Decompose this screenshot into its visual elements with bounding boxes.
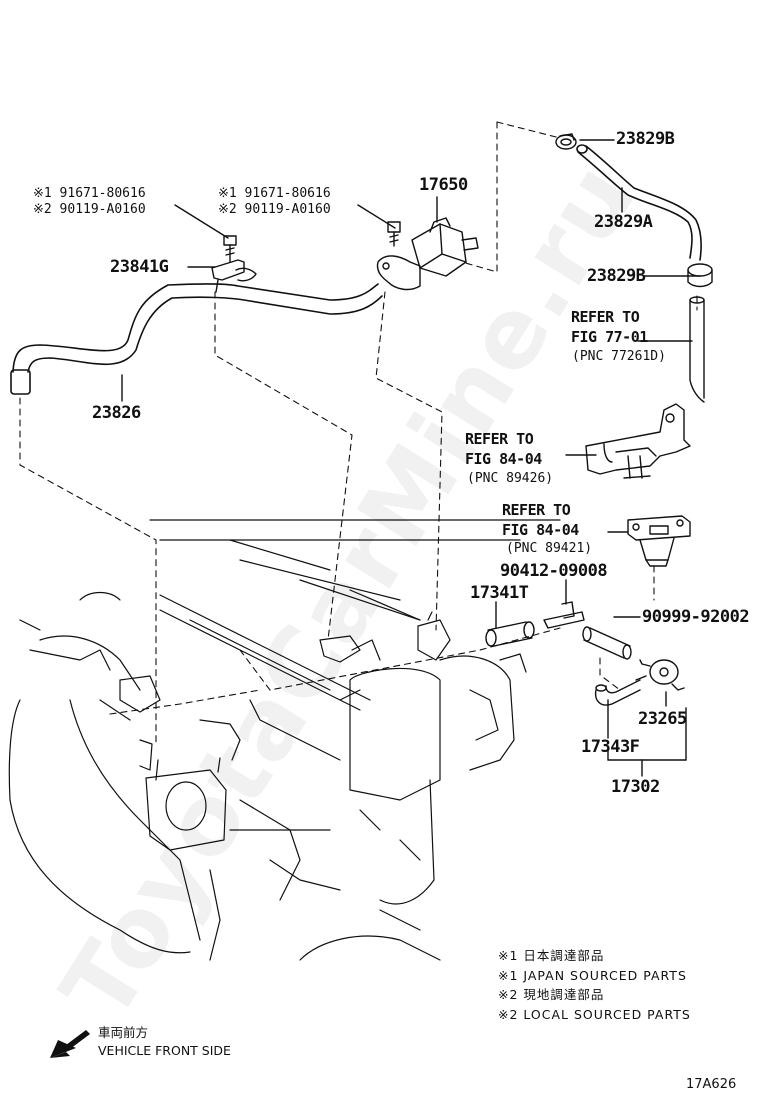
legend-item: ※2 LOCAL SOURCED PARTS bbox=[498, 1006, 691, 1022]
hose-ref-77-01 bbox=[689, 296, 705, 403]
ref-89421-line2: FIG 84-04 bbox=[502, 521, 579, 539]
ref-89426-line1: REFER TO bbox=[465, 430, 534, 448]
part-17302-label: 17302 bbox=[611, 777, 660, 797]
vehicle-front-en: VEHICLE FRONT SIDE bbox=[98, 1043, 231, 1058]
vehicle-front-jp: 車両前方 bbox=[98, 1025, 149, 1040]
hose-23826 bbox=[10, 283, 383, 395]
part-23829A-label: 23829A bbox=[594, 212, 653, 232]
hose-90999 bbox=[582, 626, 632, 660]
engine-background bbox=[8, 519, 561, 961]
front-arrow-head bbox=[50, 1040, 76, 1058]
dashed-lines bbox=[19, 121, 698, 746]
ref-77-01-line3: (PNC 77261D) bbox=[572, 349, 666, 364]
bolt-right-label-2: ※2 90119-A0160 bbox=[218, 202, 331, 217]
bolt-right-label-1: ※1 91671-80616 bbox=[218, 186, 331, 201]
bolt-right bbox=[387, 221, 401, 247]
clamp-23841G bbox=[211, 259, 257, 293]
part-90999-label: 90999-92002 bbox=[642, 607, 750, 627]
ref-77-01-line1: REFER TO bbox=[571, 308, 640, 326]
leader-lines bbox=[121, 139, 701, 777]
hose-17341T bbox=[485, 621, 535, 647]
clip-23829B-bottom bbox=[687, 263, 713, 288]
bolt-left-label-1: ※1 91671-80616 bbox=[33, 186, 146, 201]
front-arrow bbox=[50, 1030, 90, 1058]
part-17343F-label: 17343F bbox=[581, 737, 640, 757]
vsv-17650 bbox=[376, 217, 479, 291]
ref-89421-line3: (PNC 89421) bbox=[506, 541, 593, 556]
bracket-ref-89426 bbox=[585, 403, 691, 479]
part-23841G-label: 23841G bbox=[110, 257, 169, 277]
union-90412 bbox=[543, 601, 585, 629]
legend-item: ※1 JAPAN SOURCED PARTS bbox=[498, 967, 687, 983]
legend: ※1 日本調達部品 ※1 JAPAN SOURCED PARTS ※2 現地調達… bbox=[498, 946, 691, 1024]
clip-23829B-top bbox=[555, 133, 577, 150]
part-23826-label: 23826 bbox=[92, 403, 141, 423]
legend-item: ※1 日本調達部品 bbox=[498, 948, 605, 963]
ref-89421-line1: REFER TO bbox=[502, 501, 571, 519]
part-23265-label: 23265 bbox=[638, 709, 687, 729]
part-23829B-top-label: 23829B bbox=[616, 129, 675, 149]
legend-item: ※2 現地調達部品 bbox=[498, 987, 605, 1002]
hose-23829A bbox=[576, 144, 702, 261]
figure-id: 17A626 bbox=[686, 1077, 737, 1092]
sensor-ref-89421 bbox=[627, 515, 691, 567]
bolt-left bbox=[223, 235, 237, 263]
bolt-left-label-2: ※2 90119-A0160 bbox=[33, 202, 146, 217]
ref-89426-line2: FIG 84-04 bbox=[465, 450, 542, 468]
part-17341T-label: 17341T bbox=[470, 583, 529, 603]
hose-17343F bbox=[594, 679, 641, 706]
vsv-23265 bbox=[635, 659, 685, 691]
vehicle-front-note: 車両前方 VEHICLE FRONT SIDE bbox=[98, 1024, 231, 1060]
part-90412-label: 90412-09008 bbox=[500, 561, 608, 581]
part-17650-label: 17650 bbox=[419, 175, 468, 195]
ref-77-01-line2: FIG 77-01 bbox=[571, 328, 648, 346]
ref-89426-line3: (PNC 89426) bbox=[467, 471, 554, 486]
part-23829B-bottom-label: 23829B bbox=[587, 266, 646, 286]
